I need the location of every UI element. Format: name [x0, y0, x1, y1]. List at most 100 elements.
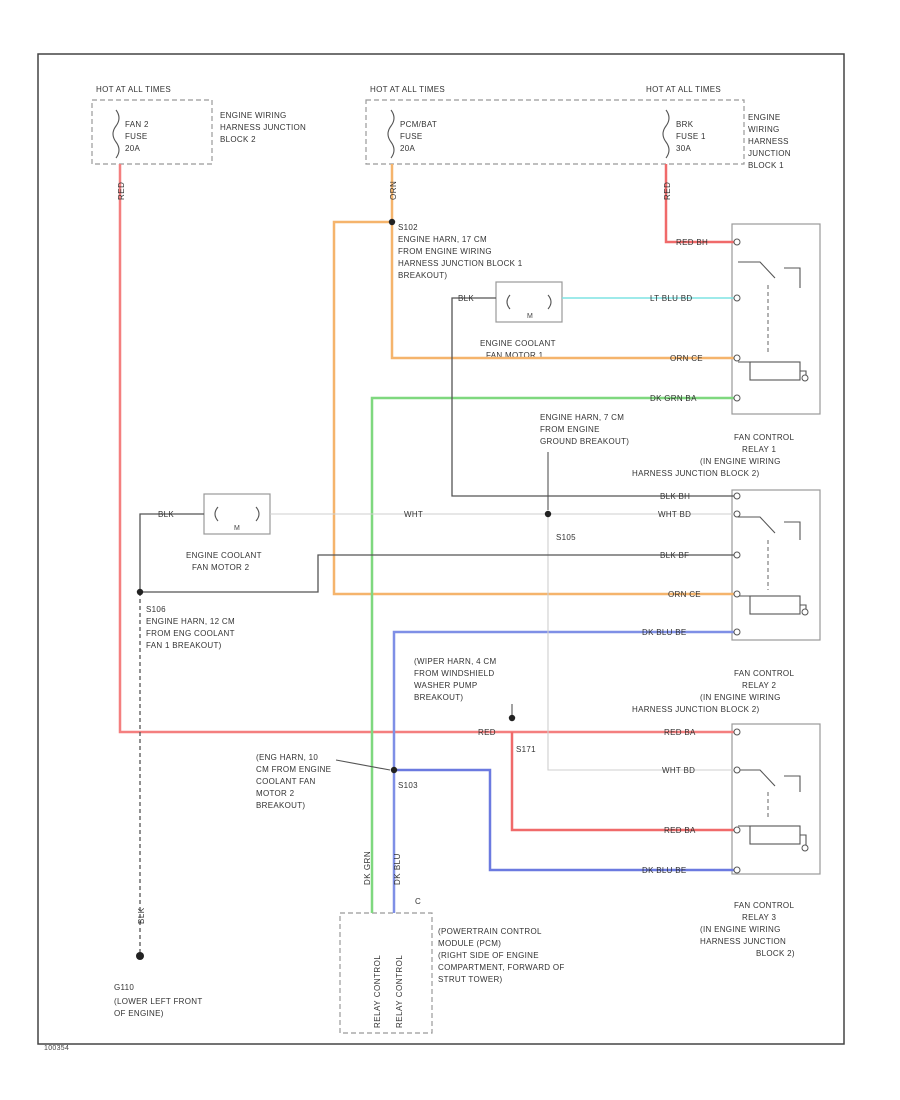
svg-text:HARNESS: HARNESS — [748, 137, 789, 146]
svg-text:HARNESS JUNCTION: HARNESS JUNCTION — [220, 123, 306, 132]
svg-text:BLK: BLK — [158, 510, 174, 519]
svg-text:RELAY 3: RELAY 3 — [742, 913, 777, 922]
fuse-box-fan2: HOT AT ALL TIMES FAN 2 FUSE 20A ENGINE W… — [91, 85, 306, 165]
wire-orn-relay1 — [390, 222, 736, 360]
svg-text:S171: S171 — [516, 745, 536, 754]
relay-2-box — [731, 489, 821, 641]
diagram-frame — [37, 53, 845, 1045]
pcm-connector: C — [415, 897, 421, 906]
svg-text:FAN CONTROL: FAN CONTROL — [734, 669, 794, 678]
svg-text:(ENG HARN, 10: (ENG HARN, 10 — [256, 753, 318, 762]
relay-1-box — [731, 223, 821, 415]
svg-text:OF ENGINE): OF ENGINE) — [114, 1009, 164, 1018]
svg-text:20A: 20A — [125, 144, 140, 153]
wire-labels: RED ORN RED RED BH LT BLU BD ORN CE DK G… — [117, 181, 708, 924]
svg-text:DK GRN BA: DK GRN BA — [650, 394, 697, 403]
relay-terminals — [733, 238, 809, 874]
svg-text:FUSE 1: FUSE 1 — [676, 132, 706, 141]
svg-text:BREAKOUT): BREAKOUT) — [414, 693, 463, 702]
svg-text:FAN 1 BREAKOUT): FAN 1 BREAKOUT) — [146, 641, 222, 650]
svg-text:S106: S106 — [146, 605, 166, 614]
svg-text:FAN 2: FAN 2 — [125, 120, 149, 129]
wire-dkblu-relay2 — [392, 630, 736, 913]
wire-dkblu-relay3 — [394, 768, 736, 872]
wire-blk-s106 — [140, 554, 736, 593]
svg-text:WIRING: WIRING — [748, 125, 780, 134]
relay-1-label: FAN CONTROL RELAY 1 (IN ENGINE WIRING HA… — [632, 433, 794, 478]
fuse-brk-feed: HOT AT ALL TIMES — [646, 85, 721, 94]
svg-text:BREAKOUT): BREAKOUT) — [256, 801, 305, 810]
fuse-brk-symbol — [662, 109, 670, 159]
svg-text:ENGINE HARN, 17 CM: ENGINE HARN, 17 CM — [398, 235, 487, 244]
svg-text:RED BA: RED BA — [664, 728, 696, 737]
svg-text:BREAKOUT): BREAKOUT) — [398, 271, 447, 280]
svg-text:(RIGHT SIDE OF ENGINE: (RIGHT SIDE OF ENGINE — [438, 951, 539, 960]
svg-text:BLOCK 2: BLOCK 2 — [220, 135, 256, 144]
svg-text:LT BLU BD: LT BLU BD — [650, 294, 692, 303]
svg-text:BLOCK 2): BLOCK 2) — [756, 949, 795, 958]
pcm-pin-2: RELAY CONTROL — [395, 955, 404, 1028]
svg-text:ORN: ORN — [389, 181, 398, 200]
svg-text:ENGINE HARN, 12 CM: ENGINE HARN, 12 CM — [146, 617, 235, 626]
svg-text:RED: RED — [663, 182, 672, 200]
wire-blk-fan2 — [139, 513, 204, 592]
splice-s171-label: (WIPER HARN, 4 CM FROM WINDSHIELD WASHER… — [414, 657, 536, 754]
svg-text:FUSE: FUSE — [125, 132, 148, 141]
svg-text:FROM WINDSHIELD: FROM WINDSHIELD — [414, 669, 495, 678]
svg-text:FAN MOTOR 2: FAN MOTOR 2 — [192, 563, 250, 572]
wire-red-brk — [664, 164, 736, 244]
svg-text:M: M — [234, 525, 240, 532]
relay-3-box — [731, 723, 821, 875]
svg-text:DK BLU: DK BLU — [393, 853, 402, 885]
svg-text:COOLANT FAN: COOLANT FAN — [256, 777, 316, 786]
svg-text:DK BLU BE: DK BLU BE — [642, 866, 687, 875]
svg-text:HARNESS JUNCTION: HARNESS JUNCTION — [700, 937, 786, 946]
svg-text:FROM ENGINE: FROM ENGINE — [540, 425, 600, 434]
svg-text:FAN CONTROL: FAN CONTROL — [734, 901, 794, 910]
splice-s105-label: ENGINE HARN, 7 CM FROM ENGINE GROUND BRE… — [540, 413, 629, 542]
svg-text:FUSE: FUSE — [400, 132, 423, 141]
svg-text:ENGINE COOLANT: ENGINE COOLANT — [186, 551, 262, 560]
svg-text:ENGINE HARN, 7 CM: ENGINE HARN, 7 CM — [540, 413, 624, 422]
splice-s102-label: S102 ENGINE HARN, 17 CM FROM ENGINE WIRI… — [398, 223, 523, 280]
footer-code: 100354 — [44, 1045, 69, 1052]
splice-s102-dot — [388, 218, 396, 226]
svg-text:BLK BF: BLK BF — [660, 551, 689, 560]
svg-text:FROM ENGINE WIRING: FROM ENGINE WIRING — [398, 247, 492, 256]
svg-text:HARNESS JUNCTION BLOCK 2): HARNESS JUNCTION BLOCK 2) — [632, 705, 760, 714]
svg-text:(IN ENGINE WIRING: (IN ENGINE WIRING — [700, 693, 781, 702]
fuse-pcm-feed: HOT AT ALL TIMES — [370, 85, 445, 94]
svg-text:RELAY 2: RELAY 2 — [742, 681, 777, 690]
svg-text:COMPARTMENT, FORWARD OF: COMPARTMENT, FORWARD OF — [438, 963, 565, 972]
svg-text:MODULE (PCM): MODULE (PCM) — [438, 939, 501, 948]
svg-text:20A: 20A — [400, 144, 415, 153]
pcm-box — [339, 912, 433, 1034]
wire-blk-fan1 — [451, 297, 736, 497]
fuse-fan2-feed: HOT AT ALL TIMES — [96, 85, 171, 94]
fuse-fan2-symbol — [112, 109, 120, 159]
svg-text:FAN MOTOR 1: FAN MOTOR 1 — [486, 351, 544, 360]
svg-text:WASHER PUMP: WASHER PUMP — [414, 681, 477, 690]
svg-text:ENGINE COOLANT: ENGINE COOLANT — [480, 339, 556, 348]
relay-2-internals — [738, 516, 807, 615]
splice-s171-dot — [508, 714, 516, 722]
svg-text:ENGINE WIRING: ENGINE WIRING — [220, 111, 287, 120]
relay-3-label: FAN CONTROL RELAY 3 (IN ENGINE WIRING HA… — [700, 901, 795, 958]
svg-text:DK GRN: DK GRN — [363, 851, 372, 885]
svg-text:BLK: BLK — [137, 907, 146, 924]
splice-s103-label: (ENG HARN, 10 CM FROM ENGINE COOLANT FAN… — [256, 753, 418, 810]
svg-text:(IN ENGINE WIRING: (IN ENGINE WIRING — [700, 457, 781, 466]
svg-text:WHT BD: WHT BD — [658, 510, 691, 519]
svg-text:FROM ENG COOLANT: FROM ENG COOLANT — [146, 629, 235, 638]
pcm-label: (POWERTRAIN CONTROL MODULE (PCM) (RIGHT … — [438, 927, 565, 984]
relay-1-internals — [738, 261, 807, 381]
svg-text:RED BA: RED BA — [664, 826, 696, 835]
svg-text:ORN CE: ORN CE — [668, 590, 701, 599]
svg-text:HARNESS JUNCTION BLOCK 1: HARNESS JUNCTION BLOCK 1 — [398, 259, 523, 268]
wire-orn-main — [332, 164, 736, 596]
svg-text:BLOCK 1: BLOCK 1 — [748, 161, 784, 170]
svg-text:BRK: BRK — [676, 120, 694, 129]
wire-dkgrn — [370, 396, 736, 913]
splice-s105-dot — [544, 510, 552, 518]
